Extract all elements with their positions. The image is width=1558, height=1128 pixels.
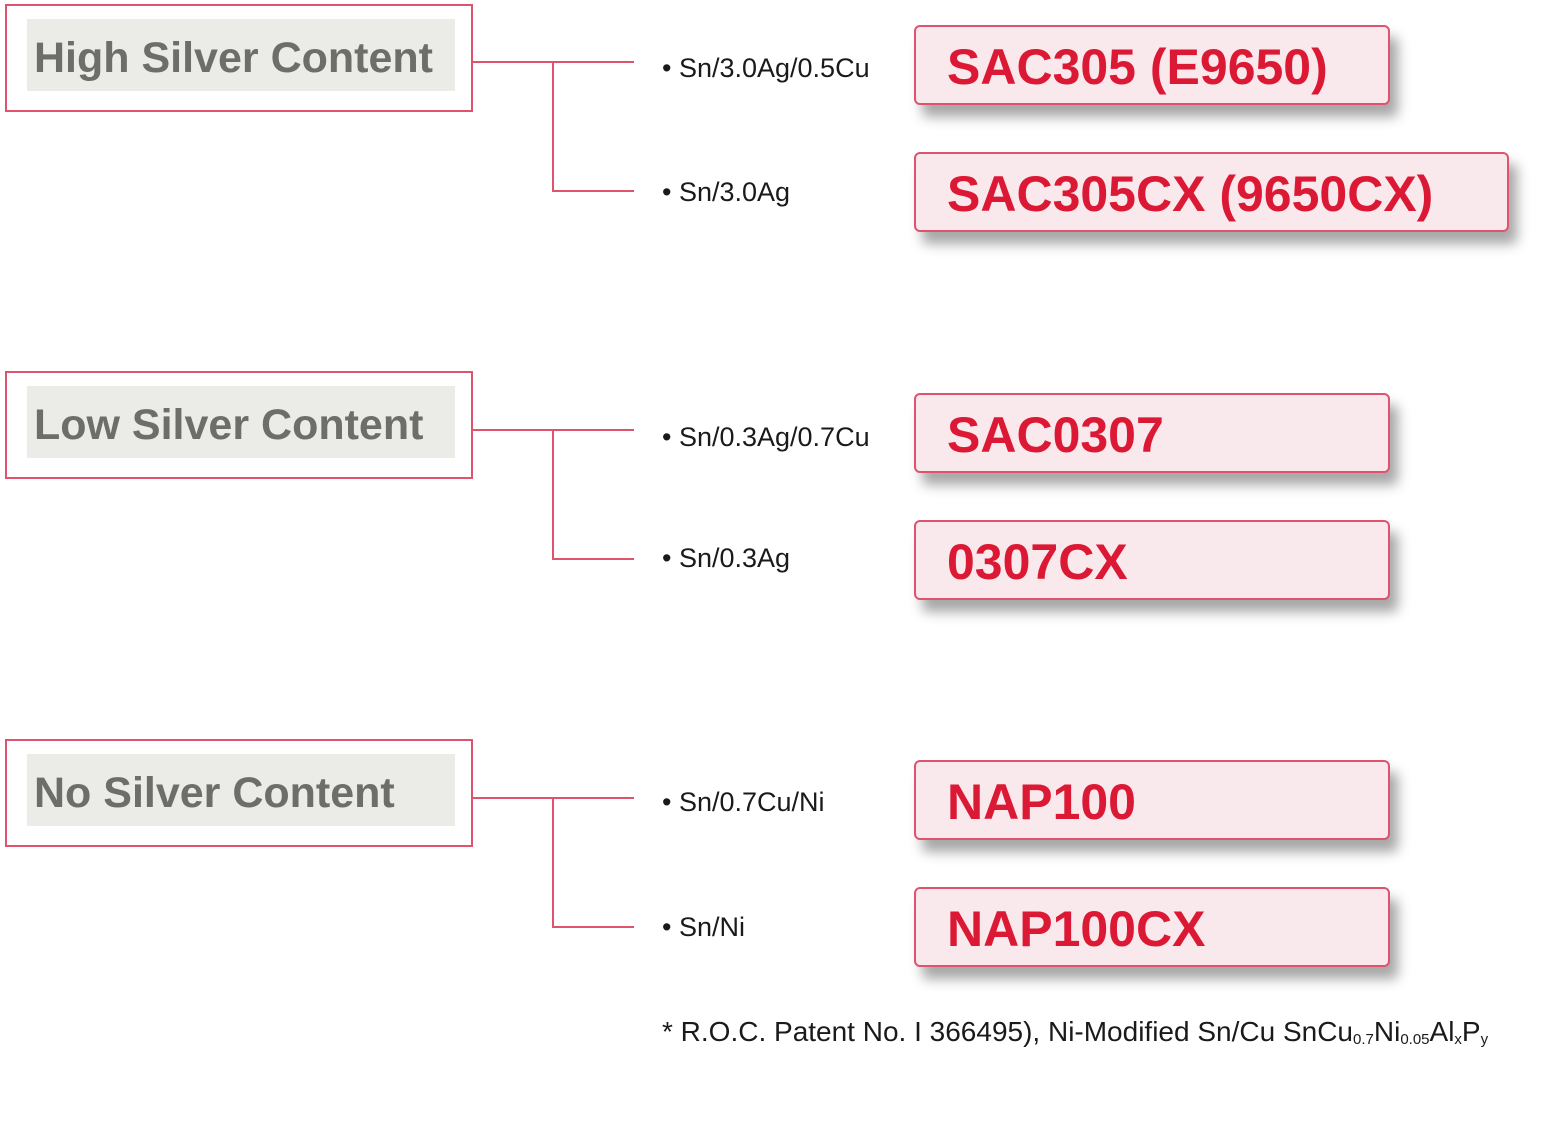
category-label-background: Low Silver Content <box>27 386 455 458</box>
connector-line <box>552 61 554 192</box>
connector-line <box>552 926 634 928</box>
category-label-background: High Silver Content <box>27 19 455 91</box>
product-name: SAC0307 <box>947 407 1164 463</box>
connector-line <box>552 429 554 560</box>
composition-label: • Sn/Ni <box>662 912 745 942</box>
composition-label: • Sn/3.0Ag/0.5Cu <box>662 53 870 83</box>
footnote-text: Ni <box>1373 1016 1401 1047</box>
category-label: High Silver Content <box>34 34 433 82</box>
connector-line <box>552 797 554 928</box>
product-name: SAC305 (E9650) <box>947 39 1328 95</box>
composition-label: • Sn/0.7Cu/Ni <box>662 787 825 817</box>
product-box: SAC305CX (9650CX) <box>914 152 1509 232</box>
product-box: SAC0307 <box>914 393 1390 473</box>
footnote-subscript: y <box>1480 1031 1489 1048</box>
category-label-background: No Silver Content <box>27 754 455 826</box>
product-box: SAC305 (E9650) <box>914 25 1390 105</box>
footnote-subscript: 0.7 <box>1353 1031 1374 1048</box>
connector-line <box>552 558 634 560</box>
product-name: NAP100CX <box>947 901 1206 957</box>
composition-label: • Sn/0.3Ag <box>662 543 791 573</box>
product-name: 0307CX <box>947 534 1128 590</box>
footnote-text: * R.O.C. Patent No. I 366495), Ni-Modifi… <box>662 1016 1353 1047</box>
connector-line <box>552 190 634 192</box>
footnote-text: Al <box>1429 1016 1455 1047</box>
product-box: NAP100CX <box>914 887 1390 967</box>
composition-label: • Sn/3.0Ag <box>662 177 791 207</box>
patent-footnote: * R.O.C. Patent No. I 366495), Ni-Modifi… <box>662 1016 1488 1053</box>
category-box-no-silver: No Silver Content <box>5 739 473 847</box>
category-label: No Silver Content <box>34 769 395 817</box>
footnote-subscript: 0.05 <box>1400 1031 1430 1048</box>
category-box-high-silver: High Silver Content <box>5 4 473 112</box>
category-label: Low Silver Content <box>34 401 424 449</box>
category-box-low-silver: Low Silver Content <box>5 371 473 479</box>
product-box: 0307CX <box>914 520 1390 600</box>
product-box: NAP100 <box>914 760 1390 840</box>
product-name: NAP100 <box>947 774 1136 830</box>
footnote-subscript: x <box>1454 1031 1462 1048</box>
footnote-text: P <box>1461 1016 1481 1047</box>
product-name: SAC305CX (9650CX) <box>947 166 1434 222</box>
composition-label: • Sn/0.3Ag/0.7Cu <box>662 422 870 452</box>
